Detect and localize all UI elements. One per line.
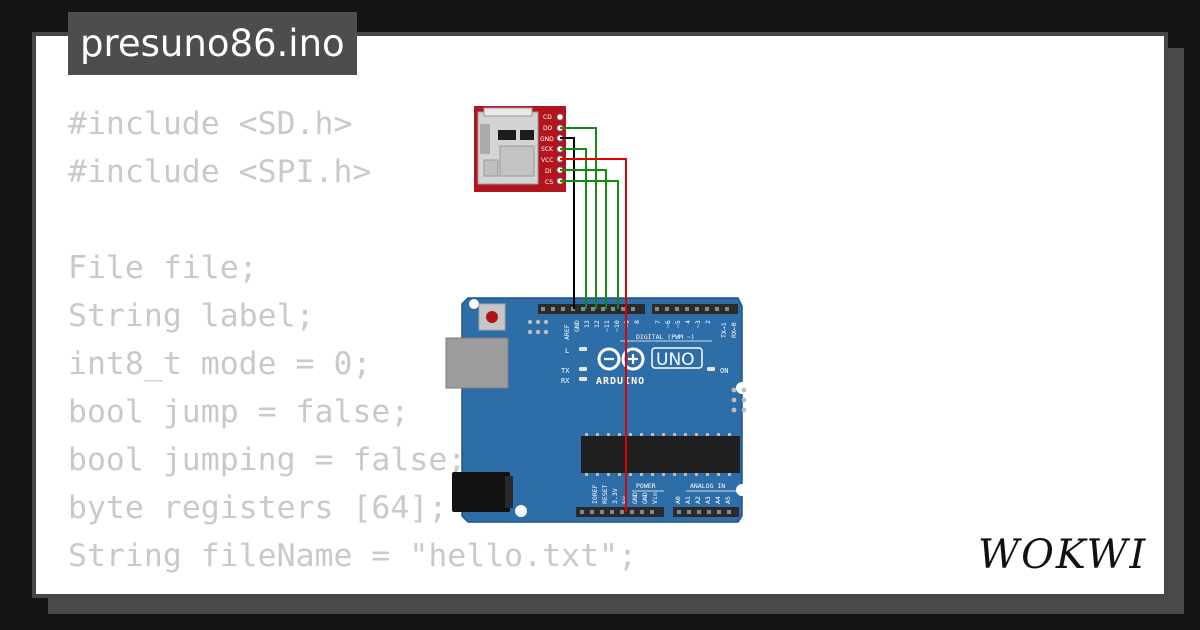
sd-pin-label: SCK: [541, 146, 554, 153]
wire-vcc: [560, 158, 627, 512]
pin-label: RX←0: [730, 322, 738, 338]
code-line: String fileName = "hello.txt";: [68, 538, 637, 574]
board-model: UNO: [656, 350, 695, 370]
pin-label: A3: [704, 496, 712, 504]
reset-button-cap[interactable]: [486, 311, 498, 323]
led-label: RX: [561, 377, 570, 385]
power-jack: [452, 472, 510, 512]
circuit-diagram: AREF GND 13 12 ~11 ~10 ~9 8 7 ~6 ~5 4 ~3…: [445, 106, 748, 523]
mounting-hole: [736, 484, 748, 496]
board-brand: ARDUINO: [596, 376, 645, 387]
pin-label: 8: [633, 320, 641, 324]
sd-card-module: CD DO GND SCK VCC DI CS: [474, 106, 566, 192]
code-line: #include <SD.h>: [68, 106, 353, 142]
digital-header-label: DIGITAL (PWM ~): [636, 333, 695, 341]
arduino-uno-board: AREF GND 13 12 ~11 ~10 ~9 8 7 ~6 ~5 4 ~3…: [445, 297, 748, 523]
pin-label: 2: [704, 320, 712, 324]
pin-label: A2: [694, 496, 702, 504]
wire-di: [560, 169, 607, 309]
pin-label: ~6: [664, 320, 672, 328]
sd-pin-label: CS: [545, 179, 553, 186]
analog-header: [673, 507, 739, 517]
power-label: POWER: [636, 482, 656, 490]
pin-label: TX→1: [720, 322, 728, 338]
logo-text: WOKWI: [978, 532, 1147, 576]
pin-label: ~11: [603, 320, 611, 332]
pin-label: ~3: [694, 320, 702, 328]
sd-pin-label: CD: [543, 114, 552, 121]
wires: [560, 127, 627, 512]
sd-pin-label: DO: [543, 125, 553, 132]
wire-gnd: [560, 137, 575, 309]
pin-label: GND: [573, 320, 581, 332]
code-line: File file;: [68, 250, 258, 286]
pin-label: 13: [583, 320, 591, 328]
pin-label: A0: [674, 496, 682, 504]
pin-label: RESET: [601, 484, 609, 504]
code-snippet: #include <SD.h> #include <SPI.h> File file…: [68, 100, 637, 580]
code-line: bool jump = false;: [68, 394, 410, 430]
pin-label: GND: [641, 492, 649, 504]
pin-label: 12: [593, 320, 601, 328]
sd-pin-label: VCC: [541, 157, 553, 164]
wokwi-logo: WOKWI: [978, 532, 1147, 576]
sd-pin-label: DI: [545, 168, 552, 175]
file-title: presuno86.ino: [68, 12, 357, 75]
pin-label: 7: [654, 320, 662, 324]
pin-label: ~10: [613, 320, 621, 332]
pin-label: A5: [724, 496, 732, 504]
analog-label: ANALOG IN: [690, 482, 725, 490]
usb-port: [445, 337, 509, 389]
pin-label: GND: [631, 492, 639, 504]
pin-label: IOREF: [591, 484, 599, 504]
arduino-logo-icon: [597, 347, 645, 371]
pin-label: 4: [684, 320, 692, 324]
code-line: byte registers [64];: [68, 490, 448, 526]
wire-sck: [560, 148, 587, 309]
led-rx: [579, 377, 587, 381]
pin-label: Vin: [651, 492, 659, 504]
pin-label: ~5: [674, 320, 682, 328]
pin-label: AREF: [563, 324, 571, 340]
wire-do: [560, 127, 597, 309]
code-line: String label;: [68, 298, 315, 334]
led-l: [579, 347, 587, 351]
pin-label: A4: [714, 496, 722, 504]
led-label: L: [565, 347, 569, 355]
led-tx: [579, 367, 587, 371]
microcontroller-chip: [581, 436, 740, 473]
pin-label: 3.3V: [611, 488, 619, 504]
pin-label: A1: [684, 496, 692, 504]
code-line: int8_t mode = 0;: [68, 346, 372, 382]
code-line: bool jumping = false;: [68, 442, 467, 478]
wire-cs: [560, 180, 619, 309]
led-label: TX: [561, 367, 570, 375]
mounting-hole: [736, 382, 748, 394]
code-line: #include <SPI.h>: [68, 154, 372, 190]
sd-pin-label: GND: [540, 136, 554, 143]
mounting-hole: [469, 299, 479, 309]
led-on: [707, 367, 715, 371]
led-label: ON: [720, 367, 728, 375]
mounting-hole: [515, 505, 527, 517]
